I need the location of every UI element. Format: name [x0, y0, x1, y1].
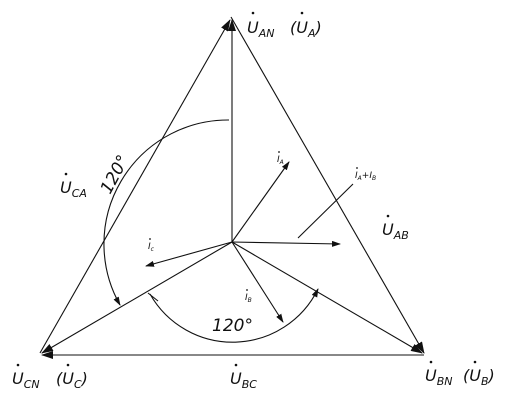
label-i-b: IB [245, 289, 252, 304]
i-sum-leader [297, 183, 354, 239]
svg-text:IB: IB [245, 293, 252, 304]
i-a-phasor [231, 161, 290, 243]
u-ca-side [39, 19, 231, 354]
u-ab-side [230, 16, 425, 354]
i-sum-phasor [231, 240, 341, 247]
label-u-cn: UCN (UC) [12, 363, 88, 391]
u-cn-phasor [41, 241, 233, 354]
svg-text:(UB): (UB) [463, 366, 495, 388]
label-u-ab: UAB [382, 214, 409, 242]
label-u-bc: UBC [230, 363, 257, 391]
label-u-ca: UCA [60, 172, 87, 200]
svg-text:(UC): (UC) [56, 369, 88, 391]
angle-arc-bottom-tick [147, 292, 159, 302]
svg-text:(UA): (UA) [290, 18, 322, 40]
svg-text:UCN: UCN [12, 369, 40, 391]
i-c-phasor [145, 241, 233, 267]
svg-text:IA+IB: IA+IB [355, 171, 376, 182]
label-i-sum: IA+IB [355, 167, 376, 182]
i-b-phasor [231, 241, 284, 323]
label-u-an: UAN (UA) [247, 11, 322, 40]
svg-text:IA: IA [277, 155, 284, 166]
angle-label-bottom: 120° [212, 316, 253, 336]
label-i-c: Ic [148, 238, 155, 253]
angle-arc-left [103, 119, 230, 306]
angle-label-left: 120° [97, 152, 134, 198]
svg-text:UAN: UAN [247, 18, 274, 40]
angle-arc-bottom [149, 288, 319, 343]
svg-text:UBC: UBC [230, 369, 257, 391]
label-i-a: IA [277, 151, 284, 166]
svg-text:UBN: UBN [425, 366, 453, 388]
u-bn-phasor [231, 241, 423, 354]
svg-text:Ic: Ic [148, 242, 155, 253]
label-u-bn: UBN (UB) [425, 360, 495, 388]
svg-text:UCA: UCA [60, 178, 87, 200]
svg-text:UAB: UAB [382, 220, 409, 242]
